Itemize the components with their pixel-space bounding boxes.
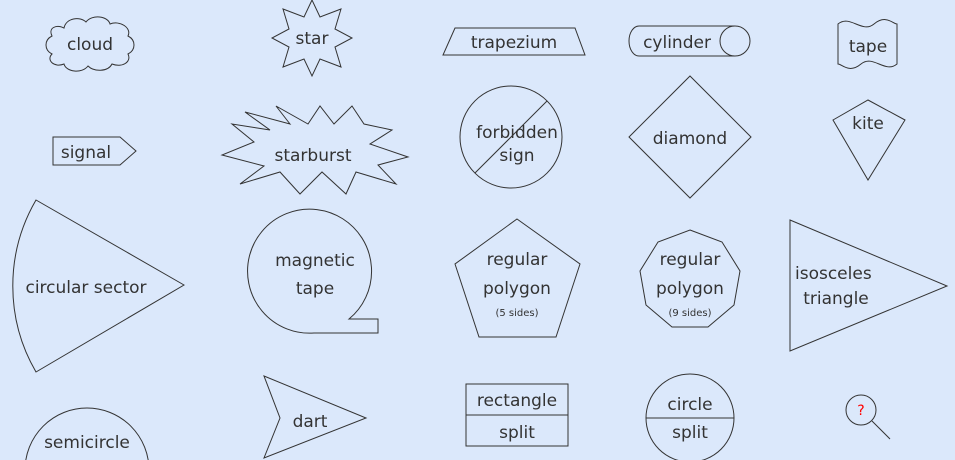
rectangle-split-bottom-label: split bbox=[499, 423, 535, 443]
cylinder-label: cylinder bbox=[643, 33, 711, 53]
rectangle-split-shape[interactable]: rectangle split bbox=[465, 383, 569, 447]
magnifier-lens bbox=[845, 394, 877, 426]
forbidden-sign-shape[interactable]: forbidden sign bbox=[459, 85, 563, 189]
cylinder-body bbox=[628, 25, 735, 57]
forbidden-sign-label-line-2: sign bbox=[499, 146, 534, 166]
dart-shape[interactable]: dart bbox=[263, 375, 368, 459]
circle-split-shape[interactable]: circle split bbox=[645, 373, 735, 460]
magnetic-tape-shape[interactable]: magnetic tape bbox=[247, 208, 379, 334]
circle-split-bottom-label: split bbox=[672, 423, 708, 443]
trapezium-shape[interactable]: trapezium bbox=[442, 27, 586, 56]
rectangle-split-top-label: rectangle bbox=[477, 391, 557, 411]
magnetic-tape-outline bbox=[247, 208, 379, 334]
cylinder-shape[interactable]: cylinder bbox=[628, 25, 751, 57]
regular-polygon-5-label-line-3: (5 sides) bbox=[495, 308, 538, 319]
cloud-outline bbox=[45, 16, 135, 72]
semicircle-outline bbox=[25, 407, 149, 460]
magnifier-icon[interactable]: ? bbox=[845, 394, 891, 440]
starburst-label: starburst bbox=[274, 146, 351, 166]
semicircle-label: semicircle bbox=[44, 433, 130, 453]
isosceles-triangle-label-line-1: isosceles bbox=[795, 264, 872, 284]
diamond-outline bbox=[628, 75, 752, 199]
circle-split-top-label: circle bbox=[667, 395, 712, 415]
regular-polygon-9-outline bbox=[639, 229, 741, 328]
diamond-shape[interactable]: diamond bbox=[628, 75, 752, 199]
signal-label: signal bbox=[61, 143, 111, 163]
regular-polygon-5-label-line-2: polygon bbox=[483, 279, 551, 299]
circular-sector-shape[interactable]: circular sector bbox=[12, 199, 185, 373]
isosceles-triangle-shape[interactable]: isosceles triangle bbox=[789, 219, 949, 352]
circle-split-outline bbox=[645, 373, 735, 460]
tape-shape[interactable]: tape bbox=[837, 19, 898, 69]
cylinder-end bbox=[719, 25, 751, 57]
diamond-label: diamond bbox=[653, 129, 727, 149]
tape-outline bbox=[837, 19, 898, 69]
question-mark-icon: ? bbox=[857, 403, 864, 419]
signal-outline bbox=[52, 136, 137, 166]
magnifier-handle bbox=[871, 420, 891, 440]
regular-polygon-9-label-line-2: polygon bbox=[656, 279, 724, 299]
starburst-outline bbox=[220, 105, 410, 195]
starburst-shape[interactable]: starburst bbox=[220, 105, 410, 195]
dart-label: dart bbox=[293, 412, 328, 432]
kite-shape[interactable]: kite bbox=[832, 99, 906, 181]
regular-polygon-5-label-line-1: regular bbox=[487, 250, 548, 270]
kite-label: kite bbox=[852, 114, 884, 134]
regular-polygon-5-outline bbox=[454, 218, 581, 338]
regular-polygon-5-shape[interactable]: regular polygon (5 sides) bbox=[454, 218, 581, 338]
forbidden-sign-slash bbox=[474, 100, 548, 174]
regular-polygon-9-label-line-3: (9 sides) bbox=[668, 308, 711, 319]
semicircle-shape[interactable]: semicircle bbox=[25, 407, 149, 460]
regular-polygon-9-label-line-1: regular bbox=[660, 250, 721, 270]
star-outline bbox=[270, 0, 354, 78]
cloud-label: cloud bbox=[67, 35, 113, 55]
magnetic-tape-label-line-2: tape bbox=[296, 279, 334, 299]
regular-polygon-9-shape[interactable]: regular polygon (9 sides) bbox=[639, 229, 741, 328]
isosceles-triangle-outline bbox=[789, 219, 949, 352]
forbidden-sign-label-line-1: forbidden bbox=[476, 123, 558, 143]
tape-label: tape bbox=[849, 37, 887, 57]
magnetic-tape-label-line-1: magnetic bbox=[275, 251, 355, 271]
star-label: star bbox=[296, 29, 329, 49]
isosceles-triangle-label-line-2: triangle bbox=[803, 289, 869, 309]
cloud-shape[interactable]: cloud bbox=[45, 16, 135, 72]
trapezium-label: trapezium bbox=[471, 33, 557, 53]
trapezium-outline bbox=[442, 27, 586, 56]
forbidden-sign-circle bbox=[459, 85, 563, 189]
circular-sector-outline bbox=[12, 199, 185, 373]
dart-outline bbox=[263, 375, 368, 459]
kite-outline bbox=[832, 99, 906, 181]
star-shape[interactable]: star bbox=[270, 0, 354, 78]
circular-sector-label: circular sector bbox=[25, 278, 146, 298]
signal-shape[interactable]: signal bbox=[52, 136, 137, 166]
